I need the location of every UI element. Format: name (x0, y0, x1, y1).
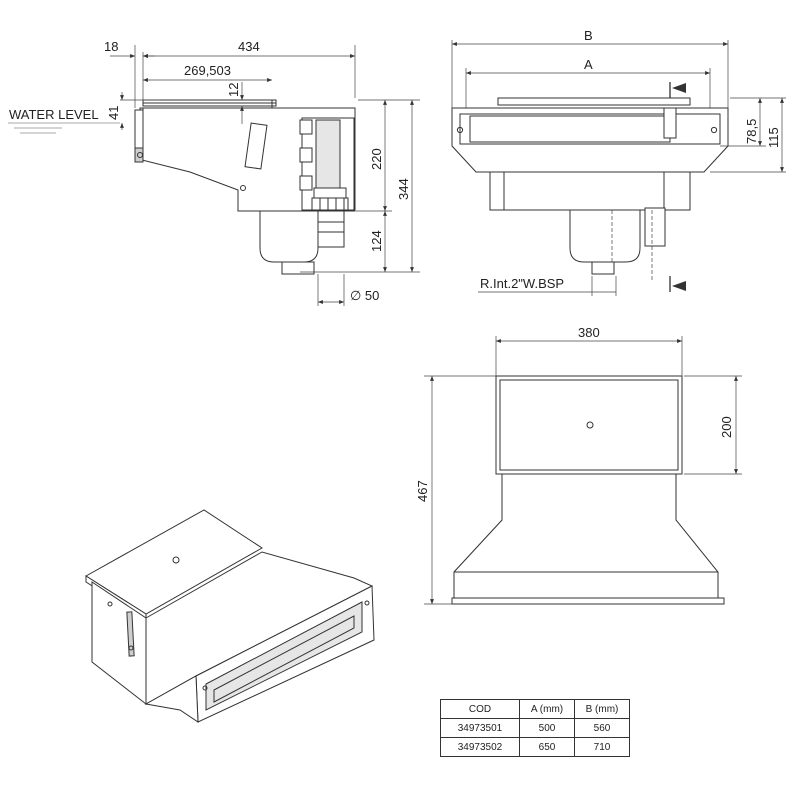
dim-200: 200 (719, 416, 734, 438)
outlet-pipe (281, 261, 315, 275)
table-header: A (mm) (519, 699, 575, 719)
dim-A: A (584, 57, 593, 72)
table-header: COD (440, 699, 520, 719)
suction-column (315, 119, 341, 189)
dim-344: 344 (396, 178, 411, 200)
dim-78-5: 78,5 (744, 119, 759, 144)
dim-467: 467 (415, 480, 430, 502)
dim-diameter: ∅ 50 (350, 288, 379, 303)
table-cell: 560 (574, 718, 630, 738)
dim-41: 41 (106, 106, 121, 120)
table-cell: 500 (519, 718, 575, 738)
top-view: 380 200 467 (415, 325, 742, 605)
table-header-row: COD A (mm) B (mm) (440, 699, 630, 719)
dim-380: 380 (578, 325, 600, 340)
dim-B: B (584, 28, 593, 43)
weir-flap (244, 122, 268, 170)
code-table: COD A (mm) B (mm) 34973501 500 560 34973… (440, 699, 630, 757)
side-view: WATER LEVEL (8, 39, 420, 306)
table-cell: 650 (519, 737, 575, 757)
top-lid (495, 375, 683, 475)
table-cell: 710 (574, 737, 630, 757)
dim-18: 18 (104, 39, 118, 54)
basket (259, 210, 319, 263)
thread-label: R.Int.2"W.BSP (480, 276, 564, 291)
top-flange (451, 597, 725, 605)
dim-269: 269,503 (184, 63, 231, 78)
table-cell: 34973501 (440, 718, 520, 738)
dim-12: 12 (226, 83, 241, 97)
dim-434: 434 (238, 39, 260, 54)
front-view: B A 78,5 115 R.Int.2"W.BSP (451, 28, 786, 296)
dim-115: 115 (766, 127, 781, 148)
isometric-view (85, 509, 375, 723)
lid-handle (586, 421, 594, 429)
outlet-connector (313, 187, 347, 199)
water-level-label: WATER LEVEL (9, 107, 99, 122)
front-mouth (469, 115, 671, 143)
dim-220: 220 (369, 148, 384, 170)
front-lid (497, 97, 691, 106)
table-row: 34973501 500 560 (440, 718, 630, 738)
front-basket (569, 209, 641, 263)
dim-124: 124 (369, 230, 384, 252)
top-body (453, 473, 719, 599)
mouth-bracket (134, 147, 144, 163)
table-row: 34973502 650 710 (440, 737, 630, 757)
table-cell: 34973502 (440, 737, 520, 757)
table-header: B (mm) (574, 699, 630, 719)
